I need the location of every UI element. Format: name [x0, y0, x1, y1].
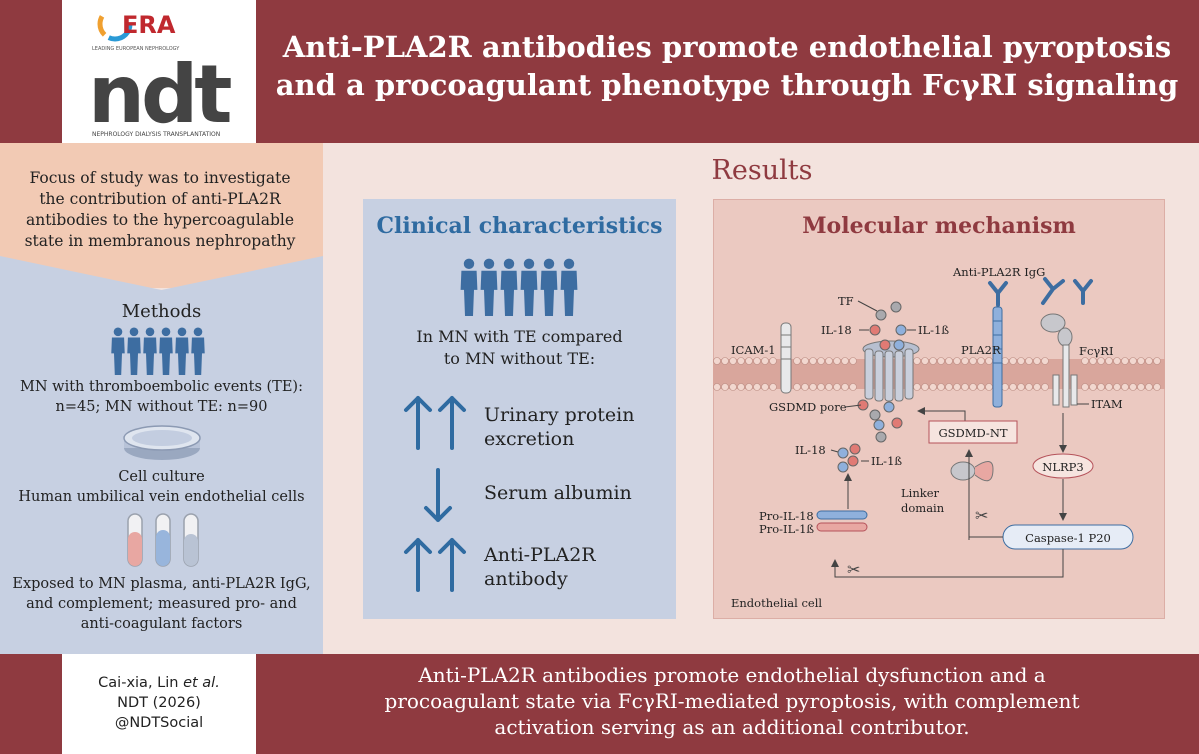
cohort-line: MN with thromboembolic events (TE): — [20, 379, 303, 395]
gsdmd-nt-box — [928, 420, 1018, 444]
endothelial-cell-label: Endothelial cell — [731, 596, 822, 610]
il1b-mid-label: IL-1ß — [871, 454, 902, 468]
citation-box — [62, 654, 256, 754]
il1b-top-label: IL-1ß — [918, 323, 949, 337]
exposure-line: and complement; measured pro- and — [26, 596, 297, 612]
mechanism-diagram: ICAM-1 TF IL-18 IL-1ß GSDMD pore Anti-PL… — [713, 265, 1165, 610]
clinical-item-label: Urinary protein — [484, 404, 635, 426]
focus-line: antibodies to the hypercoagulable — [25, 211, 295, 229]
citation-journal: NDT (2026) — [117, 695, 201, 711]
gsdmd-pore-label: GSDMD pore — [769, 400, 847, 414]
gsdmd-nt-label: GSDMD-NT — [938, 426, 1007, 440]
icam1-label: ICAM-1 — [731, 343, 776, 357]
conclusion-line: procoagulant state via FcγRI-mediated py… — [384, 689, 1080, 713]
era-ring-icon — [97, 6, 133, 42]
ndt-subtitle: NEPHROLOGY DIALYSIS TRANSPLANTATION — [92, 131, 220, 138]
pla2r-receptor — [992, 306, 1003, 408]
people-group-icon — [460, 258, 578, 316]
methods-culture: Cell culture Human umbilical vein endoth… — [0, 467, 323, 507]
clinical-panel — [363, 199, 676, 619]
petri-dish-icon — [123, 425, 201, 460]
methods-cohort: MN with thromboembolic events (TE): n=45… — [0, 377, 323, 417]
clinical-item-label: Serum albumin — [484, 482, 632, 504]
gsdmd-full-length — [950, 461, 994, 482]
focus-panel — [0, 143, 323, 288]
il18-top-label: IL-18 — [821, 323, 852, 337]
results-title: Results — [711, 155, 813, 186]
clinical-intro: In MN with TE compared to MN without TE: — [363, 326, 676, 370]
citation-authors: Cai-xia, Lin et al. — [98, 675, 220, 691]
focus-statement: Focus of study was to investigate the co… — [10, 168, 310, 252]
pro-il18-molecule — [816, 510, 868, 520]
clinical-item-label: excretion — [484, 428, 575, 450]
exposure-line: anti-coagulant factors — [80, 616, 243, 632]
methods-title: Methods — [121, 301, 202, 322]
il18-mid-label: IL-18 — [795, 443, 826, 457]
clinical-item-serum-albumin: Serum albumin — [484, 481, 632, 505]
clinical-title: Clinical characteristics — [376, 213, 663, 239]
citation: Cai-xia, Lin et al. NDT (2026) @NDTSocia… — [62, 673, 256, 733]
lipid-bilayer — [713, 357, 1161, 391]
double-up-arrow-icon — [404, 396, 466, 450]
page-title: Anti-PLA2R antibodies promote endothelia… — [262, 28, 1192, 104]
tf-label: TF — [838, 294, 854, 308]
clinical-item-label: antibody — [484, 568, 568, 590]
intro-line: to MN without TE: — [443, 349, 596, 368]
caspase1-label: Caspase-1 P20 — [1025, 531, 1111, 545]
focus-line: Focus of study was to investigate — [29, 169, 291, 187]
conclusion-line: activation serving as an additional cont… — [494, 715, 970, 739]
itam-label: ITAM — [1091, 397, 1123, 411]
pro-il1b-label: Pro-IL-1ß — [759, 522, 814, 536]
clinical-item-label: Anti-PLA2R — [484, 544, 596, 566]
culture-line: Human umbilical vein endothelial cells — [18, 489, 305, 505]
test-tubes-icon — [127, 513, 199, 567]
cohort-line: n=45; MN without TE: n=90 — [55, 399, 268, 415]
down-arrow-icon — [424, 468, 452, 522]
linker-label-line1: Linker — [901, 486, 939, 500]
linker-label-line2: domain — [901, 501, 945, 515]
ndt-wordmark: ndt — [88, 48, 231, 141]
era-wordmark: ERA — [122, 11, 176, 39]
gsdmd-pore — [862, 340, 920, 402]
journal-logo: ERA LEADING EUROPEAN NEPHROLOGY ndt NEPH… — [62, 0, 256, 143]
people-group-icon — [111, 327, 205, 375]
intro-line: In MN with TE compared — [416, 327, 623, 346]
era-ring-accent — [97, 6, 133, 42]
conclusion: Anti-PLA2R antibodies promote endothelia… — [272, 662, 1192, 740]
clinical-item-anti-pla2r: Anti-PLA2R antibody — [484, 543, 596, 591]
conclusion-line: Anti-PLA2R antibodies promote endothelia… — [418, 663, 1046, 687]
era-tagline: LEADING EUROPEAN NEPHROLOGY — [92, 46, 180, 52]
nlrp3-node — [1032, 453, 1094, 479]
mechanism-title: Molecular mechanism — [802, 213, 1076, 239]
igg-label: Anti-PLA2R IgG — [952, 265, 1045, 279]
pro-il1b-molecule — [816, 522, 868, 532]
anti-pla2r-igg-icon — [988, 277, 1093, 307]
title-line-2: and a procoagulant phenotype through Fcγ… — [275, 68, 1179, 102]
scissors-icon: ✂ — [975, 506, 988, 525]
focus-line: state in membranous nephropathy — [24, 232, 296, 250]
cytokine-molecules — [857, 301, 907, 443]
pla2r-label: PLA2R — [961, 343, 1001, 357]
pro-il18-label: Pro-IL-18 — [759, 509, 814, 523]
scissors-icon: ✂ — [847, 560, 860, 579]
culture-line: Cell culture — [118, 469, 205, 485]
title-line-1: Anti-PLA2R antibodies promote endothelia… — [282, 30, 1172, 64]
ndt-logo-graphic: ERA LEADING EUROPEAN NEPHROLOGY ndt NEPH… — [88, 6, 235, 141]
citation-etal: et al. — [183, 675, 220, 691]
double-up-arrow-icon — [404, 538, 466, 592]
nlrp3-label: NLRP3 — [1042, 460, 1083, 474]
fcgri-label: FcγRI — [1079, 344, 1114, 358]
icam1-receptor — [780, 322, 792, 394]
exposure-line: Exposed to MN plasma, anti-PLA2R IgG, — [12, 576, 311, 592]
clinical-item-urinary-protein: Urinary protein excretion — [484, 403, 634, 451]
methods-exposure: Exposed to MN plasma, anti-PLA2R IgG, an… — [0, 574, 323, 634]
focus-line: the contribution of anti-PLA2R — [39, 190, 281, 208]
fcgri-receptor — [1040, 313, 1078, 408]
citation-handle: @NDTSocial — [114, 715, 204, 731]
